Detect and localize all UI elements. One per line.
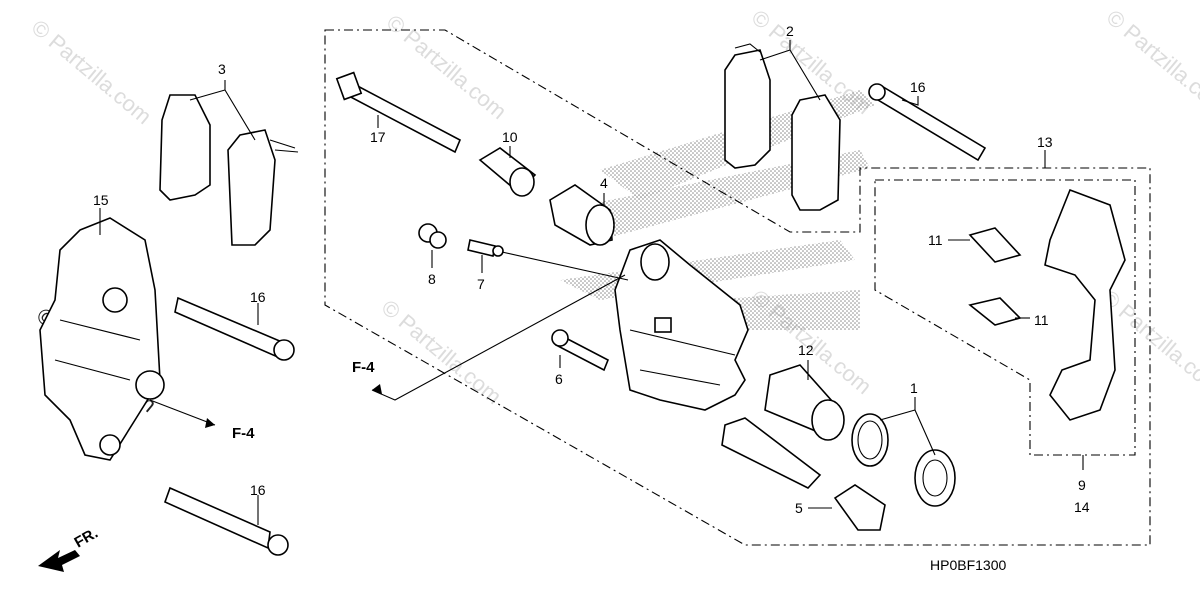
callout-16-upper: 16 [250, 289, 266, 305]
part-7-bleeder [467, 239, 504, 257]
part-13-bracket [1044, 188, 1126, 421]
callout-11-upper: 11 [928, 232, 943, 248]
part-4-boot [549, 184, 615, 246]
part-8-cap [418, 223, 447, 249]
part-6-bolt [551, 329, 610, 372]
watermark-2: © Partzilla.com [382, 10, 512, 124]
callout-7: 7 [477, 276, 485, 292]
part-1-seals [851, 413, 956, 507]
callout-17: 17 [370, 129, 386, 145]
ref-arrows [149, 274, 626, 428]
callout-16-right: 16 [910, 79, 926, 95]
watermark-1: © Partzilla.com [27, 15, 157, 129]
front-direction-arrow [38, 550, 80, 572]
part-3-pads [159, 94, 299, 246]
front-direction-label: FR. [72, 525, 101, 552]
part-15-caliper [39, 217, 165, 461]
callout-15: 15 [93, 192, 109, 208]
callout-13: 13 [1037, 134, 1053, 150]
part-11-clips [968, 227, 1022, 326]
callout-9: 9 [1078, 477, 1086, 493]
callout-10: 10 [502, 129, 518, 145]
diagram-code: HP0BF1300 [930, 557, 1006, 573]
callout-5: 5 [795, 500, 803, 516]
callout-14: 14 [1074, 499, 1090, 515]
callout-2: 2 [786, 23, 794, 39]
watermark-4: © Partzilla.com [1102, 5, 1200, 119]
callout-4: 4 [600, 175, 608, 191]
assembly-outline [324, 29, 1151, 546]
main-caliper-body [614, 239, 749, 411]
callout-3: 3 [218, 61, 226, 77]
part-12-piston [764, 364, 845, 441]
pin-bolt [721, 417, 822, 489]
callout-11-lower: 11 [1034, 312, 1049, 328]
callout-8: 8 [428, 271, 436, 287]
callout-12: 12 [798, 342, 814, 358]
callout-1: 1 [910, 380, 918, 396]
part-5-boot [833, 484, 886, 531]
part-2-pads [724, 43, 841, 211]
ref-f4-center: F-4 [352, 359, 375, 376]
watermark-5: © Partzilla.com [377, 295, 507, 409]
leader-lines [99, 40, 1084, 525]
callout-6: 6 [555, 371, 563, 387]
part-16-bolts [163, 83, 987, 556]
part-17-bolt [335, 71, 462, 154]
callout-labels: 3 2 15 16 16 16 17 10 4 8 7 6 12 1 5 11 … [93, 23, 1090, 516]
callout-16-lower: 16 [250, 482, 266, 498]
ref-f4-left: F-4 [232, 425, 255, 442]
part-10-sleeve [478, 147, 537, 197]
